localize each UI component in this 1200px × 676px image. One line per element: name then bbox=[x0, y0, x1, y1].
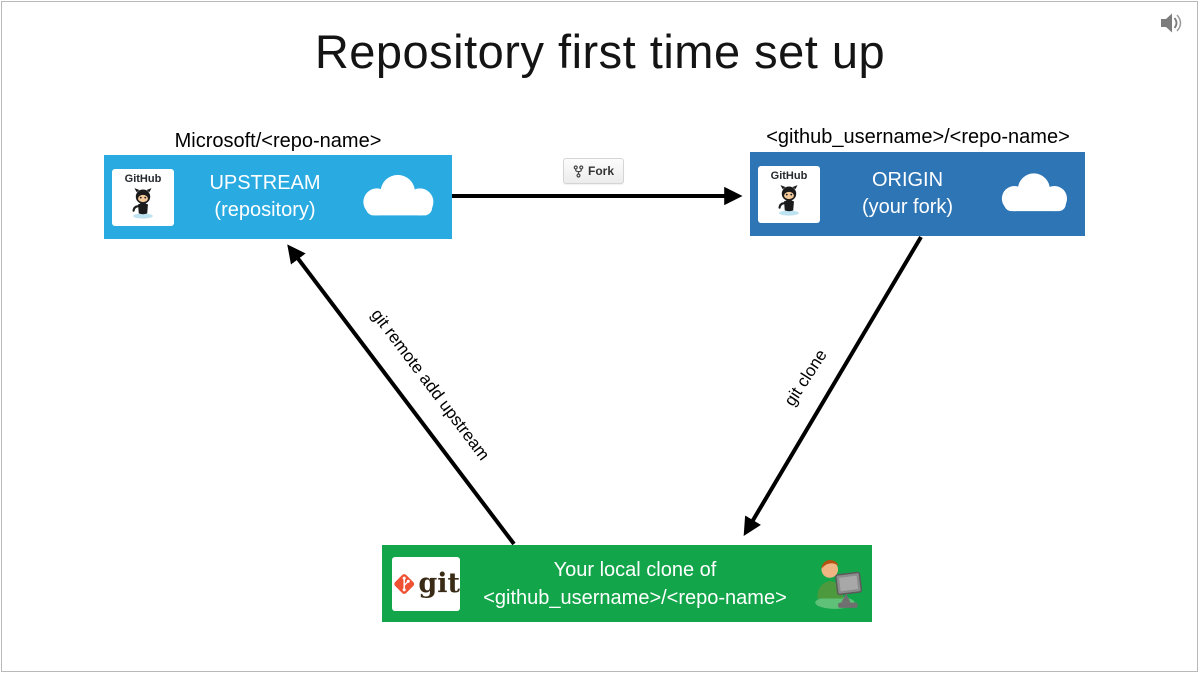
upstream-subtitle: (repository) bbox=[214, 199, 316, 221]
origin-subtitle: (your fork) bbox=[861, 196, 954, 218]
fork-button[interactable]: Fork bbox=[563, 158, 625, 184]
person-at-computer-icon bbox=[815, 559, 863, 609]
origin-box-text: ORIGIN (your fork) bbox=[820, 167, 995, 221]
local-clone-line1: Your local clone of bbox=[553, 558, 717, 581]
audio-speaker-icon[interactable] bbox=[1158, 10, 1186, 41]
github-logo-card: GitHub bbox=[758, 165, 820, 223]
git-wordmark: git bbox=[418, 568, 460, 599]
local-clone-line2: <github_username>/<repo-name> bbox=[483, 586, 787, 609]
origin-title: ORIGIN bbox=[871, 169, 944, 191]
fork-button-label: Fork bbox=[588, 164, 615, 178]
upstream-title: UPSTREAM bbox=[209, 172, 321, 194]
local-clone-box: git Your local clone of <github_username… bbox=[382, 545, 872, 622]
upstream-box: GitHub UPSTREAM (repository) bbox=[104, 155, 452, 239]
upstream-box-text: UPSTREAM (repository) bbox=[174, 170, 356, 224]
origin-repo-path-label: <github_username>/<repo-name> bbox=[766, 126, 1070, 148]
octocat-icon bbox=[132, 188, 153, 219]
cloud-icon bbox=[363, 174, 434, 216]
git-logo-card: git bbox=[392, 556, 460, 611]
upstream-repo-path-label: Microsoft/<repo-name> bbox=[174, 130, 382, 152]
fork-icon bbox=[573, 164, 584, 178]
git-diamond-icon bbox=[394, 573, 415, 594]
github-logo-card: GitHub bbox=[112, 168, 174, 226]
cloud-icon bbox=[1001, 173, 1067, 212]
github-wordmark: GitHub bbox=[770, 170, 808, 182]
octocat-icon bbox=[778, 185, 799, 216]
github-wordmark: GitHub bbox=[124, 173, 162, 185]
slide-title: Repository first time set up bbox=[314, 25, 886, 78]
local-clone-text: Your local clone of <github_username>/<r… bbox=[460, 556, 810, 612]
origin-box: GitHub ORIGIN (your fork) bbox=[750, 152, 1085, 236]
